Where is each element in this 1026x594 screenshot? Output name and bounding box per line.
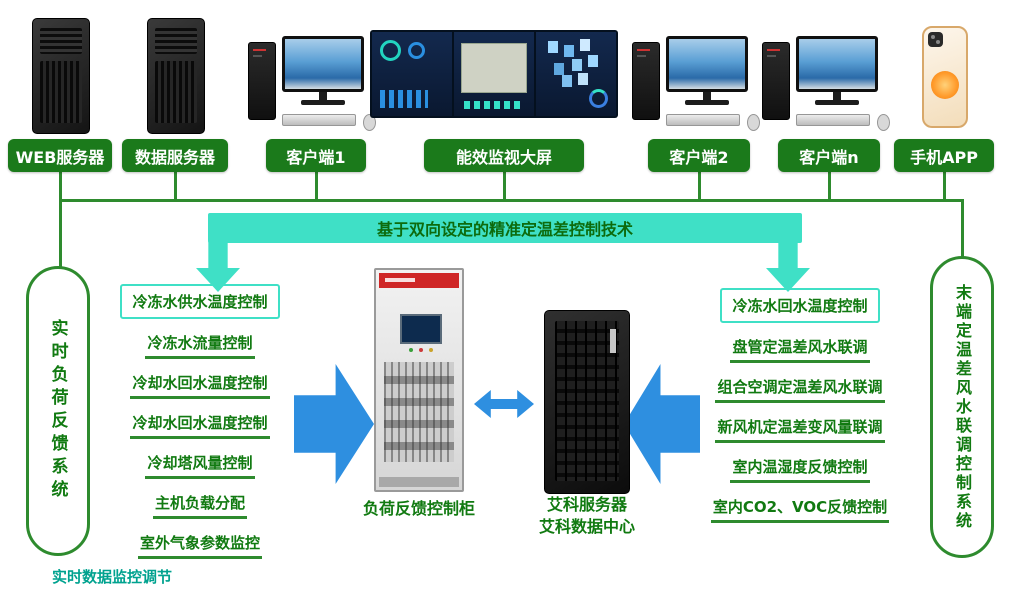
left-control-list: 冷冻水供水温度控制 冷冻水流量控制 冷却水回水温度控制 冷却水回水温度控制 冷却… — [96, 284, 304, 559]
dashboard-panel-floorplan — [454, 32, 534, 116]
down-arrow-right-icon — [766, 242, 810, 292]
right-control-list: 冷冻水回水温度控制 盘管定温差风水联调 组合空调定温差风水联调 新风机定温差变风… — [692, 288, 908, 523]
monitor-icon — [282, 36, 364, 92]
phone-camera-icon — [928, 32, 943, 47]
web-server-label: WEB服务器 — [8, 139, 112, 172]
cabinet-indicator-lights — [409, 348, 413, 352]
control-item: 冷却塔风量控制 — [145, 452, 255, 479]
server-mesh-icon — [155, 61, 197, 123]
cabinet-screen-icon — [400, 314, 442, 344]
data-center-server-icon — [544, 310, 630, 494]
right-system-capsule: 末端定温差风水联调控制系统 — [930, 256, 994, 558]
monitor-icon — [796, 36, 878, 92]
control-cabinet-label: 负荷反馈控制柜 — [362, 499, 475, 518]
pc-tower-icon — [248, 42, 276, 120]
dashboard-screen-icon — [370, 30, 618, 118]
control-item: 冷却水回水温度控制 — [130, 412, 270, 439]
flow-arrow-bidirectional-icon — [474, 390, 534, 418]
control-item: 盘管定温差风水联调 — [730, 336, 870, 363]
keyboard-icon — [282, 114, 356, 126]
right-system-label: 末端定温差风水联调控制系统 — [953, 283, 972, 531]
pc-tower-icon — [762, 42, 790, 120]
pc-tower-icon — [632, 42, 660, 120]
dashboard-panel-map — [536, 32, 616, 116]
phone-app-label: 手机APP — [894, 139, 994, 172]
control-item: 主机负载分配 — [152, 492, 247, 519]
control-item: 冷冻水供水温度控制 — [120, 284, 280, 319]
keyboard-icon — [666, 114, 740, 126]
connector-client1 — [315, 172, 318, 200]
mouse-icon — [747, 114, 760, 131]
dashboard-panel-gauges — [372, 32, 452, 116]
connector-client2 — [698, 172, 701, 200]
cabinet-header-band — [379, 273, 459, 288]
data-center-label-line1: 艾科服务器 — [546, 495, 627, 514]
dashboard-label: 能效监视大屏 — [424, 139, 584, 172]
server-badge — [610, 329, 616, 353]
connector-phone — [943, 172, 946, 200]
monitor-icon — [666, 36, 748, 92]
flow-arrow-right-icon — [294, 364, 374, 484]
cabinet-breaker-rows — [384, 362, 454, 462]
control-item: 冷冻水回水温度控制 — [720, 288, 880, 323]
data-server-label: 数据服务器 — [122, 139, 228, 172]
flow-arrow-left-icon — [624, 364, 700, 484]
server-front-panel — [555, 321, 619, 481]
control-item: 室内温湿度反馈控制 — [730, 456, 870, 483]
control-item: 室外气象参数监控 — [137, 532, 262, 559]
connector-clientn — [828, 172, 831, 200]
technology-banner: 基于双向设定的精准定温差控制技术 — [208, 213, 802, 243]
client2-icon — [632, 36, 768, 136]
phone-icon — [922, 26, 968, 128]
clientn-label: 客户端n — [778, 139, 880, 172]
connector-right-system — [961, 199, 964, 257]
mouse-icon — [877, 114, 890, 131]
data-server-icon — [147, 18, 205, 134]
control-item: 组合空调定温差风水联调 — [715, 376, 885, 403]
control-item: 冷却水回水温度控制 — [130, 372, 270, 399]
server-mesh-icon — [40, 61, 82, 123]
client1-icon — [248, 36, 384, 136]
clientn-icon — [762, 36, 898, 136]
connector-dashboard — [503, 172, 506, 200]
client2-label: 客户端2 — [648, 139, 750, 172]
left-system-capsule: 实时负荷反馈系统 — [26, 266, 90, 556]
bus-line — [59, 199, 964, 202]
footer-note: 实时数据监控调节 — [52, 568, 173, 586]
control-item: 室内CO2、VOC反馈控制 — [710, 496, 890, 523]
cabinet-base — [379, 477, 459, 487]
control-item: 新风机定温差变风量联调 — [715, 416, 885, 443]
web-server-icon — [32, 18, 90, 134]
left-system-label: 实时负荷反馈系统 — [47, 319, 68, 503]
server-vent-icon — [155, 28, 197, 54]
connector-web-server — [59, 172, 62, 268]
data-center-label-line2: 艾科数据中心 — [538, 517, 635, 536]
server-vent-icon — [40, 28, 82, 54]
data-center-label: 艾科服务器 艾科数据中心 — [512, 494, 662, 538]
mouse-icon — [363, 114, 376, 131]
connector-data-server — [174, 172, 177, 200]
control-cabinet-icon — [374, 268, 464, 492]
keyboard-icon — [796, 114, 870, 126]
client1-label: 客户端1 — [266, 139, 366, 172]
phone-logo-icon — [931, 71, 959, 100]
control-item: 冷冻水流量控制 — [145, 332, 255, 359]
